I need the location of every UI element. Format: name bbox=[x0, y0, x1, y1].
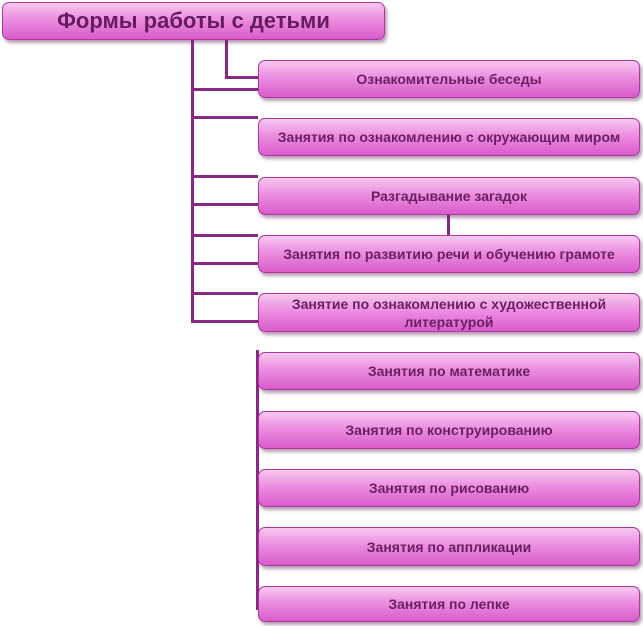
item-label-3: Разгадывание загадок bbox=[370, 188, 528, 204]
connector-link-3-4 bbox=[447, 214, 450, 236]
item-box-3: Разгадывание загадок bbox=[258, 177, 640, 215]
item-label-5: Занятие по ознакомлению с художественной… bbox=[291, 295, 607, 330]
item-label-2: Занятия по ознакомлению с окружающим мир… bbox=[277, 129, 621, 145]
item-box-6: Занятия по математике bbox=[258, 352, 640, 390]
item-label-9: Занятия по аппликации bbox=[366, 538, 532, 555]
item-box-4: Занятия по развитию речи и обучению грам… bbox=[258, 235, 640, 273]
connector-branch-1 bbox=[225, 76, 258, 79]
connector-branch-2 bbox=[191, 88, 258, 91]
item-label-6: Занятия по математике bbox=[367, 363, 531, 379]
item-box-1: Ознакомительные беседы bbox=[258, 60, 640, 98]
connector-branch-4 bbox=[191, 175, 258, 178]
connector-trunk-top bbox=[225, 40, 228, 78]
connector-branch-9 bbox=[191, 320, 258, 323]
connector-branch-3 bbox=[191, 116, 258, 119]
item-box-9: Занятия по аппликации bbox=[258, 527, 640, 566]
item-label-4: Занятия по развитию речи и обучению грам… bbox=[283, 246, 615, 262]
connector-branch-8 bbox=[191, 292, 258, 295]
item-label-10: Занятия по лепке bbox=[388, 596, 510, 612]
item-box-5: Занятие по ознакомлению с художественной… bbox=[258, 293, 640, 332]
item-box-7: Занятия по конструированию bbox=[258, 411, 640, 449]
connector-branch-5 bbox=[191, 203, 258, 206]
item-box-8: Занятия по рисованию bbox=[258, 469, 640, 507]
connector-branch-6 bbox=[191, 234, 258, 237]
connector-trunk-left bbox=[191, 40, 194, 323]
connector-spine bbox=[256, 350, 259, 610]
diagram-title-box: Формы работы с детьми bbox=[2, 2, 385, 40]
diagram-title: Формы работы с детьми bbox=[57, 8, 330, 33]
item-label-1: Ознакомительные беседы bbox=[356, 71, 542, 87]
item-box-10: Занятия по лепке bbox=[258, 586, 640, 622]
item-label-8: Занятия по рисованию bbox=[368, 480, 530, 496]
item-label-7: Занятия по конструированию bbox=[345, 422, 553, 438]
item-box-2: Занятия по ознакомлению с окружающим мир… bbox=[258, 118, 640, 156]
connector-branch-7 bbox=[191, 262, 258, 265]
